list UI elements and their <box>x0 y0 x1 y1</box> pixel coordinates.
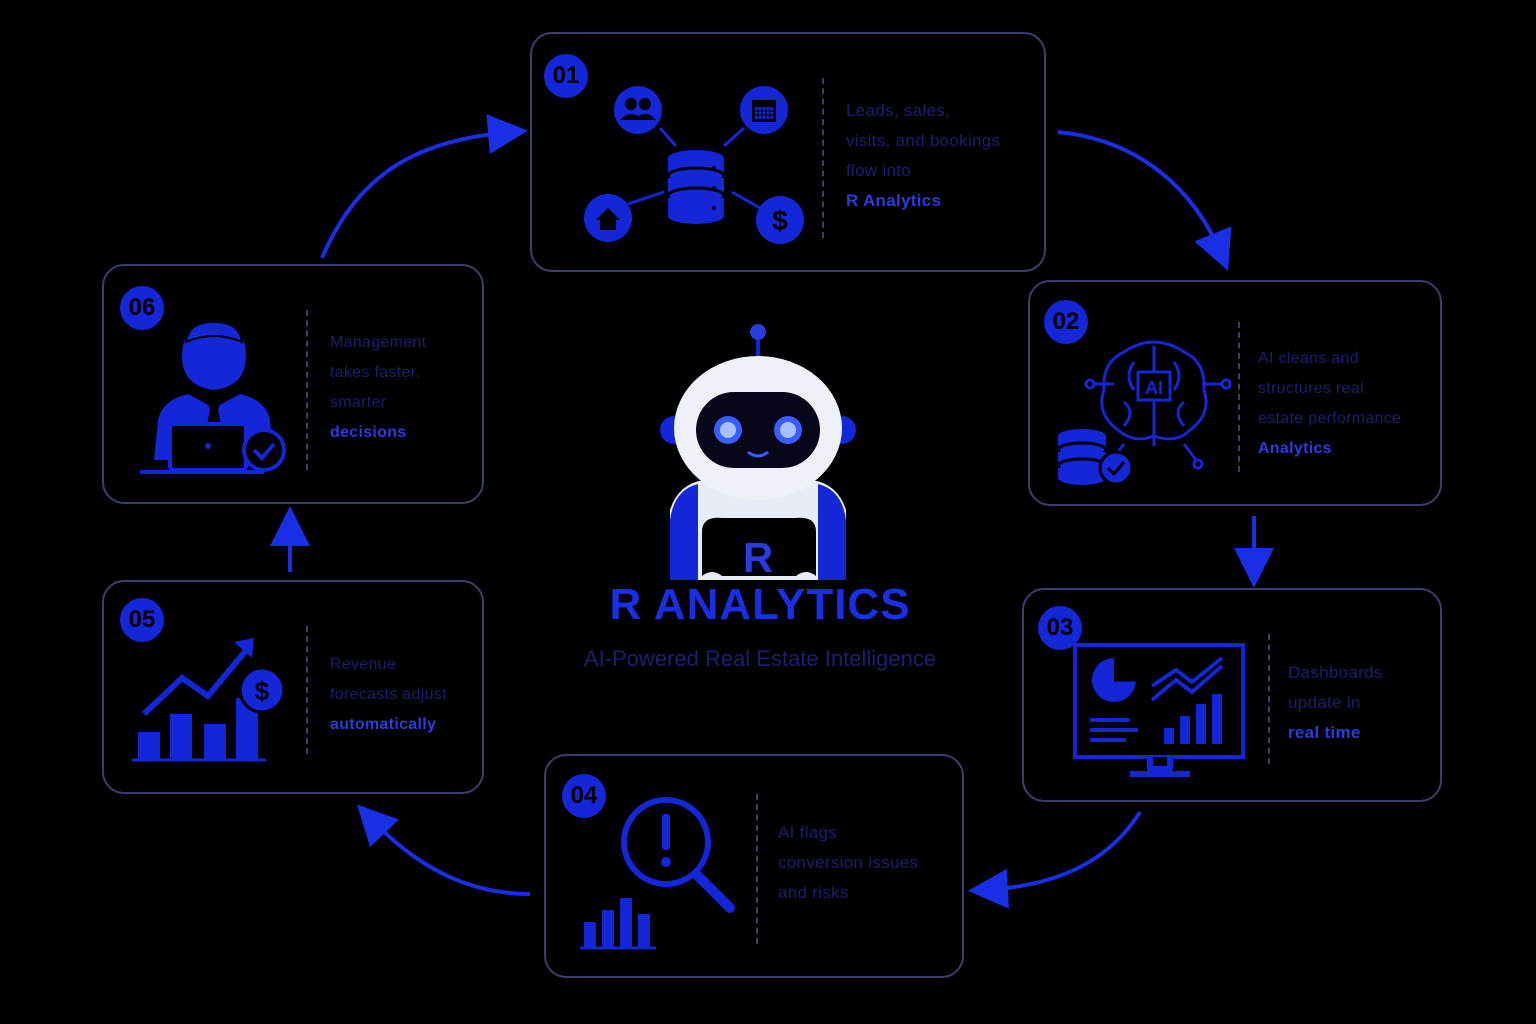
arrow-06-to-01 <box>320 114 528 259</box>
description-line: takes faster, <box>330 364 421 381</box>
step-card-05: 05 $ Revenue forecasts adjust automatica… <box>102 580 484 794</box>
calendar-icon <box>740 86 788 134</box>
step-card-01: 01 <box>530 32 1046 272</box>
bar-chart-icon <box>580 898 656 950</box>
step-number-badge: 02 <box>1044 300 1088 344</box>
step-card-02: 02 AI AI clean <box>1028 280 1442 506</box>
step-description: Leads, sales, visits, and bookings flow … <box>846 96 1046 216</box>
step-description: Management takes faster, smarter decisio… <box>330 328 480 448</box>
description-line: flow into <box>846 161 912 180</box>
description-line: AI flags <box>778 823 838 842</box>
description-line: Management <box>330 334 427 351</box>
dollar-icon: $ <box>756 196 804 244</box>
dollar-icon: $ <box>238 666 286 714</box>
manager-graphic <box>134 320 294 480</box>
description-line: Dashboards <box>1288 663 1383 682</box>
description-highlight: automatically <box>330 716 437 733</box>
robot-chest-letter: R <box>743 534 773 580</box>
ai-processing-graphic: AI <box>1054 332 1234 492</box>
step-card-06: 06 Management takes faster, smarter deci… <box>102 264 484 504</box>
step-number-badge: 01 <box>544 54 588 98</box>
card-divider <box>756 794 758 944</box>
description-line: and risks <box>778 883 849 902</box>
database-icon <box>666 150 726 224</box>
growth-chart-icon <box>132 638 266 762</box>
database-check-icon <box>1056 429 1134 486</box>
description-line: AI cleans and <box>1258 350 1359 367</box>
description-highlight: decisions <box>330 424 407 441</box>
arrow-03-to-04 <box>968 810 1142 909</box>
description-line: smarter <box>330 394 387 411</box>
description-line: visits, and bookings <box>846 131 1001 150</box>
description-line: conversion issues <box>778 853 919 872</box>
ai-chip-label: AI <box>1145 378 1163 398</box>
card-divider <box>1268 634 1270 764</box>
svg-text:$: $ <box>255 676 270 706</box>
step-number-badge: 05 <box>120 598 164 642</box>
brand-subtitle: AI-Powered Real Estate Intelligence <box>583 646 937 671</box>
magnifier-alert-icon <box>621 797 735 913</box>
description-line: Leads, sales, <box>846 101 951 120</box>
step-number-badge: 03 <box>1038 606 1082 650</box>
description-line: update in <box>1288 693 1361 712</box>
description-highlight: real time <box>1288 723 1361 742</box>
risk-detection-graphic <box>580 792 750 952</box>
data-sources-graphic: $ <box>572 80 812 250</box>
description-line: Revenue <box>330 656 397 673</box>
card-divider <box>306 310 308 470</box>
step-description: Revenue forecasts adjust automatically <box>330 650 480 740</box>
step-number-badge: 06 <box>120 286 164 330</box>
svg-text:$: $ <box>772 205 788 236</box>
card-divider <box>822 78 824 238</box>
users-icon <box>614 86 662 134</box>
step-description: AI flags conversion issues and risks <box>778 818 962 908</box>
arrow-01-to-02 <box>1057 130 1232 271</box>
check-icon <box>242 428 286 472</box>
arrow-04-to-05 <box>356 804 531 896</box>
card-divider <box>1238 322 1240 472</box>
home-icon <box>584 194 632 242</box>
ai-brain-icon <box>1084 340 1232 470</box>
description-line: structures real <box>1258 380 1364 397</box>
dashboard-monitor-icon <box>1072 642 1248 782</box>
step-card-03: 03 Dashboards update in real time <box>1022 588 1442 802</box>
step-card-04: 04 AI flags conversion issues and risks <box>544 754 964 978</box>
description-line: estate performance <box>1258 410 1402 427</box>
step-description: Dashboards update in real time <box>1288 658 1438 748</box>
robot-mascot: R <box>640 320 880 580</box>
description-highlight: Analytics <box>1258 440 1332 457</box>
description-line: forecasts adjust <box>330 686 447 703</box>
step-description: AI cleans and structures real estate per… <box>1258 344 1442 464</box>
description-highlight: R Analytics <box>846 191 942 210</box>
revenue-growth-graphic: $ <box>130 628 290 768</box>
step-number-badge: 04 <box>562 774 606 818</box>
card-divider <box>306 626 308 754</box>
brand-title: R ANALYTICS <box>609 580 911 629</box>
